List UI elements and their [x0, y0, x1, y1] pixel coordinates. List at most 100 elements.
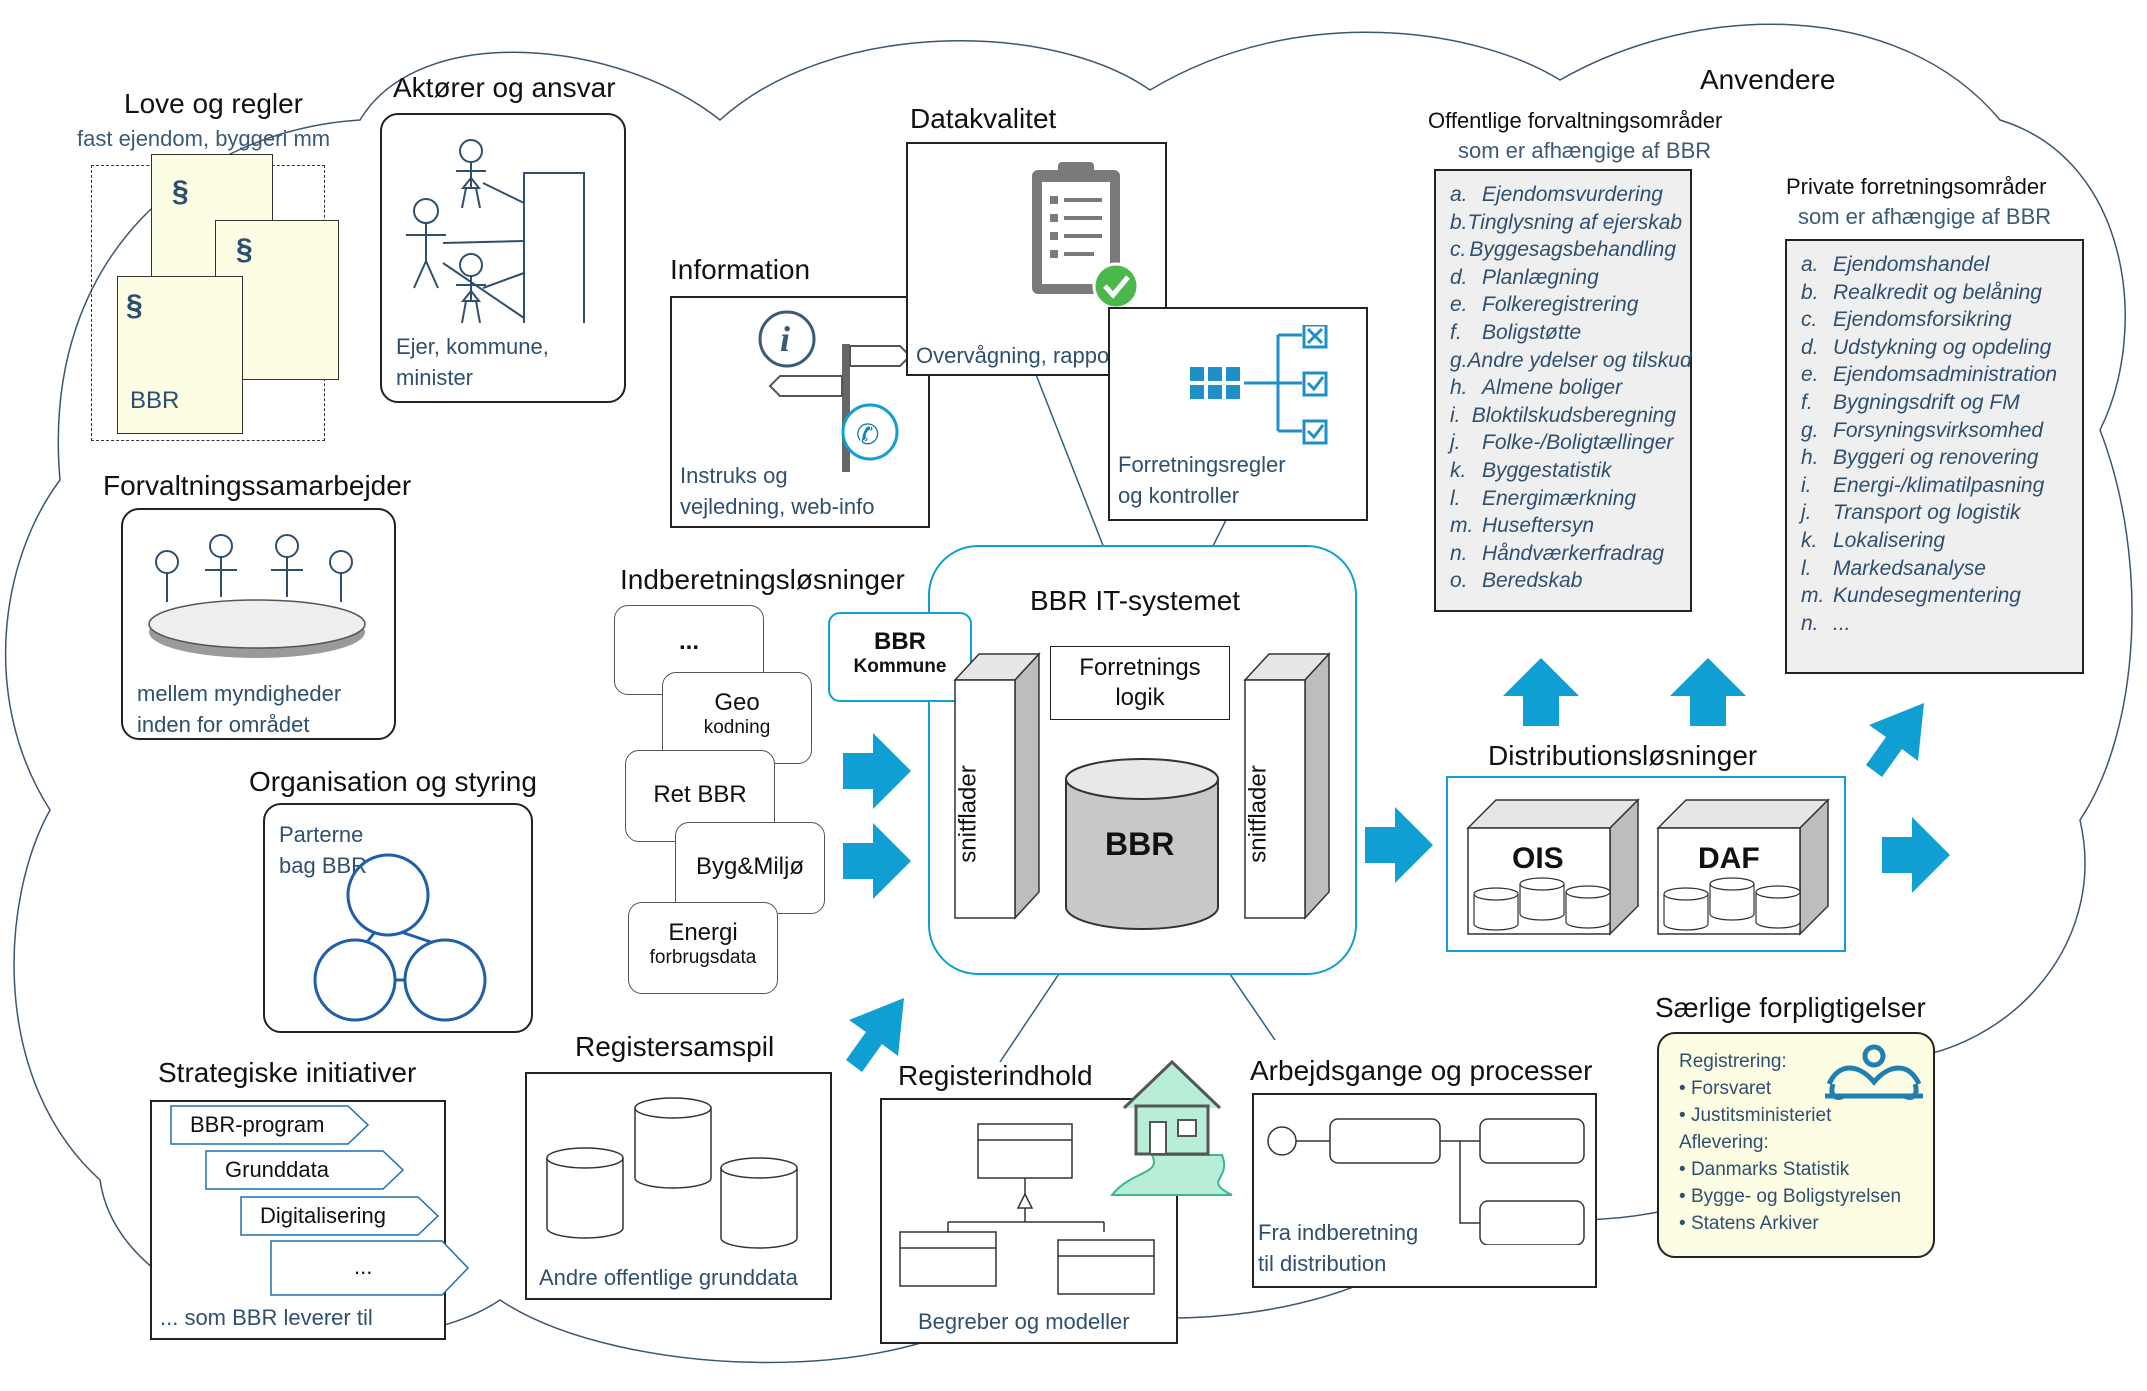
initiative-label: BBR-program [190, 1112, 325, 1137]
saerlige-box: Registrering: • Forsvaret • Justitsminis… [1657, 1032, 1935, 1258]
arrow-diagonal-private [1866, 703, 1924, 777]
private-list: a.Ejendomshandel b.Realkredit og belånin… [1785, 239, 2084, 674]
aflevering-item: • Danmarks Statistik [1679, 1159, 1850, 1180]
arrow-up-offentlige [1503, 658, 1579, 726]
organisation-box: Parterne bag BBR [263, 803, 533, 1033]
house-icon [1109, 1059, 1233, 1196]
clipboard-check-icon [1032, 162, 1140, 310]
registrering-item: • Justitsministeriet [1679, 1105, 1832, 1126]
strategiske-title: Strategiske initiativer [158, 1057, 417, 1088]
list-item: e.Folkeregistrering [1450, 293, 1639, 317]
list-item: e.Ejendomsadministration [1801, 363, 2058, 387]
list-item: a.Ejendomshandel [1801, 253, 1990, 276]
aktorer-title: Aktører og ansvar [393, 72, 616, 103]
uml-model-icon [899, 1123, 1155, 1295]
list-item: l.Energimærkning [1450, 486, 1637, 510]
initiative-flag-4: ... [270, 1240, 470, 1296]
list-item: h.Byggeri og renovering [1801, 446, 2039, 470]
arrow-up-private [1670, 658, 1746, 726]
strategiske-caption: ... som BBR leverer til [160, 1305, 373, 1330]
parties-circles-icon [313, 853, 487, 1022]
interface-label-right: snitflader [1244, 765, 1272, 863]
information-caption-2: vejledning, web-info [680, 494, 875, 519]
list-item: a.Ejendomsvurdering [1450, 183, 1663, 206]
saerlige-title: Særlige forpligtigelser [1655, 992, 1926, 1023]
organisation-title: Organisation og styring [249, 766, 537, 797]
information-title: Information [670, 254, 811, 285]
initiative-flag-3: Digitalisering [240, 1196, 440, 1236]
anvendere-title: Anvendere [1700, 64, 1836, 95]
distribution-title: Distributionsløsninger [1488, 740, 1758, 771]
list-item: c.Byggesagsbehandling [1450, 238, 1676, 262]
initiative-label: Grunddata [225, 1157, 329, 1182]
indberetning-label: Ret BBR [653, 781, 747, 808]
registrering-heading: Registrering: [1679, 1051, 1787, 1072]
list-item: d.Udstykning og opdeling [1801, 335, 2052, 359]
list-item: c.Ejendomsforsikring [1801, 308, 2012, 332]
svg-text:✆: ✆ [856, 418, 879, 451]
registersamspil-title: Registersamspil [575, 1031, 775, 1062]
registers-databases-icon [546, 1097, 798, 1249]
round-table-icon [148, 534, 366, 658]
list-item: b.Tinglysning af ejerskab [1450, 210, 1683, 234]
ois-server-icon [1466, 798, 1640, 936]
initiative-flag-2: Grunddata [205, 1150, 405, 1190]
daf-server-icon [1656, 798, 1830, 936]
arrow-to-distribution [1365, 807, 1433, 883]
blue-arrows [843, 658, 1950, 1072]
list-item: i.Energi-/klimatilpasning [1801, 473, 2045, 497]
section-sign-icon: § [236, 233, 253, 266]
arrow-out [1882, 817, 1950, 893]
bbr-system-title: BBR IT-systemet [1030, 585, 1241, 616]
bbr-kommune-box[interactable]: BBR Kommune [828, 612, 972, 702]
indberetning-item[interactable]: Byg&Miljø [675, 822, 825, 914]
list-item: k.Lokalisering [1801, 528, 1946, 552]
list-item: d.Planlægning [1450, 265, 1599, 289]
arbejdsgange-caption-1: Fra indberetning [1258, 1220, 1419, 1245]
information-box: i ✆ Instruks og vejledning, web-info [670, 296, 930, 528]
indberetning-label: Byg&Miljø [695, 853, 804, 880]
arbejdsgange-title: Arbejdsgange og processer [1250, 1055, 1593, 1086]
registrering-item: • Forsvaret [1679, 1078, 1772, 1099]
offentlige-subtitle: som er afhængige af BBR [1458, 138, 1712, 163]
list-item: m.Huseftersyn [1450, 514, 1595, 538]
private-title: Private forretningsområder [1786, 174, 2047, 199]
arbejdsgange-caption-2: til distribution [1258, 1251, 1387, 1276]
list-item: n.Håndværkerfradrag [1450, 541, 1665, 565]
aktorer-caption-1: Ejer, kommune, [396, 334, 549, 359]
forvaltning-box: mellem myndigheder inden for området [121, 508, 396, 740]
bbr-kommune-label-1: BBR [874, 628, 926, 655]
rules-checklist-icon [1190, 325, 1328, 445]
interface-pillar-right [1243, 652, 1331, 920]
daf-label: DAF [1698, 842, 1760, 875]
law-document-3: § BBR [117, 276, 243, 434]
bbr-database-icon [1065, 758, 1219, 930]
actors-icon [406, 139, 585, 323]
crown-icon [1825, 1044, 1923, 1100]
initiative-label: Digitalisering [260, 1203, 386, 1228]
list-item: n.... [1801, 611, 1851, 635]
indberetning-label: ... [678, 628, 699, 655]
initiative-flag-1: BBR-program [170, 1105, 370, 1145]
list-item: j.Folke-/Boligtællinger [1450, 431, 1674, 455]
list-item: f.Boligstøtte [1450, 320, 1582, 344]
aktorer-caption-2: minister [396, 365, 474, 390]
section-sign-icon: § [172, 175, 189, 208]
indberetning-label: Geo [714, 689, 760, 716]
forretningsregler-box: Forretningsregler og kontroller [1108, 307, 1368, 521]
list-item: h.Almene boliger [1450, 376, 1623, 400]
svg-text:i: i [780, 319, 790, 359]
list-item: i.Bloktilskudsberegning [1450, 403, 1676, 427]
list-item: f.Bygningsdrift og FM [1801, 390, 2020, 414]
offentlige-list: a.Ejendomsvurdering b.Tinglysning af eje… [1434, 169, 1692, 612]
registerindhold-title: Registerindhold [898, 1060, 1093, 1091]
list-item: m.Kundesegmentering [1801, 584, 2021, 608]
connector-datakvalitet [1034, 371, 1116, 577]
organisation-caption-1: Parterne [279, 822, 364, 847]
arrow-in-2 [843, 823, 911, 899]
list-item: l.Markedsanalyse [1801, 556, 1986, 580]
registerindhold-caption: Begreber og modeller [918, 1309, 1130, 1334]
registerindhold-box: Begreber og modeller [880, 1098, 1178, 1344]
